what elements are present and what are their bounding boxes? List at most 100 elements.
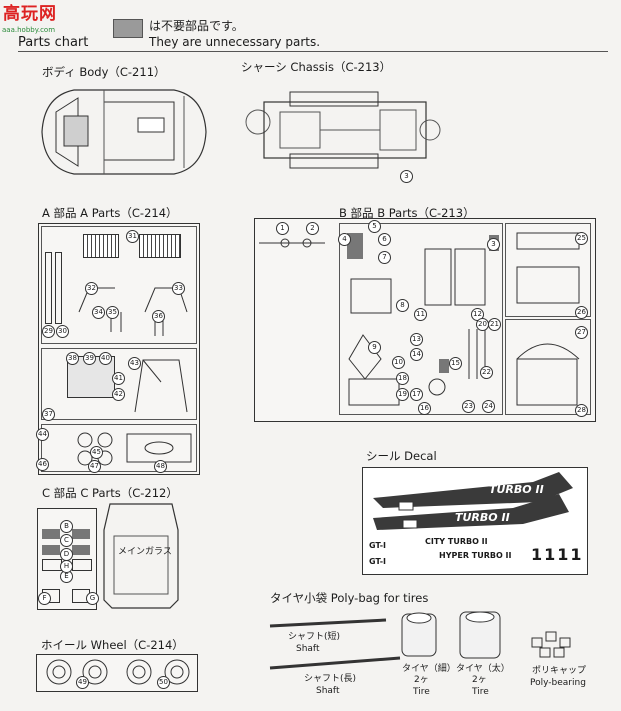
part-number: 49 <box>76 676 89 689</box>
section-title-body: ボディ Body（C-211） <box>42 65 166 79</box>
part-number: 38 <box>66 352 79 365</box>
tire-thin-qty: 2ヶ <box>414 675 429 685</box>
b-sprue-right-bottom <box>505 319 591 415</box>
window-glass-label: メインガラス <box>118 547 172 557</box>
part-number: 1 <box>276 222 289 235</box>
unnecessary-part <box>42 545 60 555</box>
part-number: 32 <box>85 282 98 295</box>
part-number: 9 <box>368 341 381 354</box>
part-number: 10 <box>392 356 405 369</box>
polycap-en: Poly-bearing <box>530 678 586 688</box>
part-number: 2 <box>306 222 319 235</box>
shafts <box>269 618 401 670</box>
polycap-jp: ポリキャップ <box>532 666 587 676</box>
part-number: 5 <box>368 220 381 233</box>
part-number: 8 <box>396 299 409 312</box>
grille-part <box>83 234 119 258</box>
part-number: 15 <box>449 357 462 370</box>
decal-turbo-1: TURBO II <box>489 483 544 496</box>
section-title-wheel: ホイール Wheel（C-214） <box>41 638 184 652</box>
unnecessary-parts-swatch <box>113 19 143 38</box>
part-number: 48 <box>154 460 167 473</box>
part-number: 50 <box>157 676 170 689</box>
wheel-sprue <box>36 654 198 692</box>
lens-part <box>42 559 62 571</box>
part-number: 42 <box>112 388 125 401</box>
grille-part <box>139 234 181 258</box>
part-number: 45 <box>90 446 103 459</box>
decal-number: 1111 <box>531 545 584 564</box>
a-sprue-cell-2 <box>41 348 197 420</box>
legend-jp: は不要部品です。 <box>149 19 244 33</box>
part-number: 28 <box>575 404 588 417</box>
part-number: F <box>38 592 51 605</box>
part-number: 24 <box>482 400 495 413</box>
part-number: 36 <box>152 310 165 323</box>
part-number: H <box>60 560 73 573</box>
legend-en: They are unnecessary parts. <box>149 35 321 49</box>
body-drawing <box>41 89 207 175</box>
part-number: 22 <box>480 366 493 379</box>
part-number: 33 <box>172 282 185 295</box>
b-sprue-parts <box>259 232 580 406</box>
shaft-short-en: Shaft <box>296 644 320 654</box>
decal-hyper-turbo: HYPER TURBO II <box>439 551 512 560</box>
tire-thin-jp: タイヤ（細） <box>402 664 456 674</box>
part-number: 4 <box>338 233 351 246</box>
part-number: 6 <box>378 233 391 246</box>
section-title-b-parts: B 部品 B Parts（C-213） <box>339 206 475 220</box>
part-number: 39 <box>83 352 96 365</box>
part-number: 7 <box>378 251 391 264</box>
part-number: 40 <box>99 352 112 365</box>
part-number: 23 <box>462 400 475 413</box>
section-title-polybag: タイヤ小袋 Poly-bag for tires <box>270 591 429 605</box>
decal-gt-1: GT-I <box>369 541 387 550</box>
decal-turbo-2: TURBO II <box>455 511 510 524</box>
decal-city-turbo: CITY TURBO II <box>425 537 488 546</box>
part-number: 41 <box>112 372 125 385</box>
part-number: 11 <box>414 308 427 321</box>
unnecessary-part <box>72 529 90 539</box>
decal-sheet: TURBO II TURBO II CITY TURBO II HYPER TU… <box>362 467 588 575</box>
chassis-drawing <box>245 91 441 169</box>
part-number: 19 <box>396 388 409 401</box>
b-parts-sprue <box>254 218 596 422</box>
part-number: 16 <box>418 402 431 415</box>
roll-bar-parts <box>78 287 188 336</box>
decal-gt-2: GT-I <box>369 557 387 566</box>
unnecessary-part <box>439 359 449 373</box>
part-number: 35 <box>106 306 119 319</box>
part-number: D <box>60 548 73 561</box>
poly-bearings <box>531 631 571 658</box>
tire-thick-en: Tire <box>472 687 489 697</box>
shaft-long-en: Shaft <box>316 686 340 696</box>
part-number: 37 <box>42 408 55 421</box>
wheels <box>46 659 190 685</box>
tire-thick-qty: 2ヶ <box>472 675 487 685</box>
part-number: 30 <box>56 325 69 338</box>
shaft-long-jp: シャフト(長) <box>304 674 357 684</box>
lens-part <box>72 559 92 571</box>
watermark-url: aaa.hobby.com <box>2 26 56 34</box>
part-number: B <box>60 520 73 533</box>
part-number: 3 <box>487 238 500 251</box>
part-number: 31 <box>126 230 139 243</box>
bar-part <box>55 252 62 324</box>
part-number: 17 <box>410 388 423 401</box>
section-title-chassis: シャーシ Chassis（C-213） <box>241 60 392 74</box>
part-number: 13 <box>410 333 423 346</box>
part-number: 27 <box>575 326 588 339</box>
part-number: 46 <box>36 458 49 471</box>
rollcage-part <box>134 359 188 413</box>
shaft-short-jp: シャフト(短) <box>288 632 341 642</box>
b-sprue-right-top <box>505 223 591 317</box>
part-number: 26 <box>575 306 588 319</box>
a-sprue-cell-3 <box>41 424 197 472</box>
decal-graphics <box>373 472 573 530</box>
window-glass-drawing <box>103 503 179 609</box>
a-parts-sprue <box>38 223 200 475</box>
tire-thick-jp: タイヤ（太） <box>456 664 510 674</box>
section-title-decal: シール Decal <box>366 449 437 463</box>
part-number: 21 <box>488 318 501 331</box>
part-number: 34 <box>92 306 105 319</box>
